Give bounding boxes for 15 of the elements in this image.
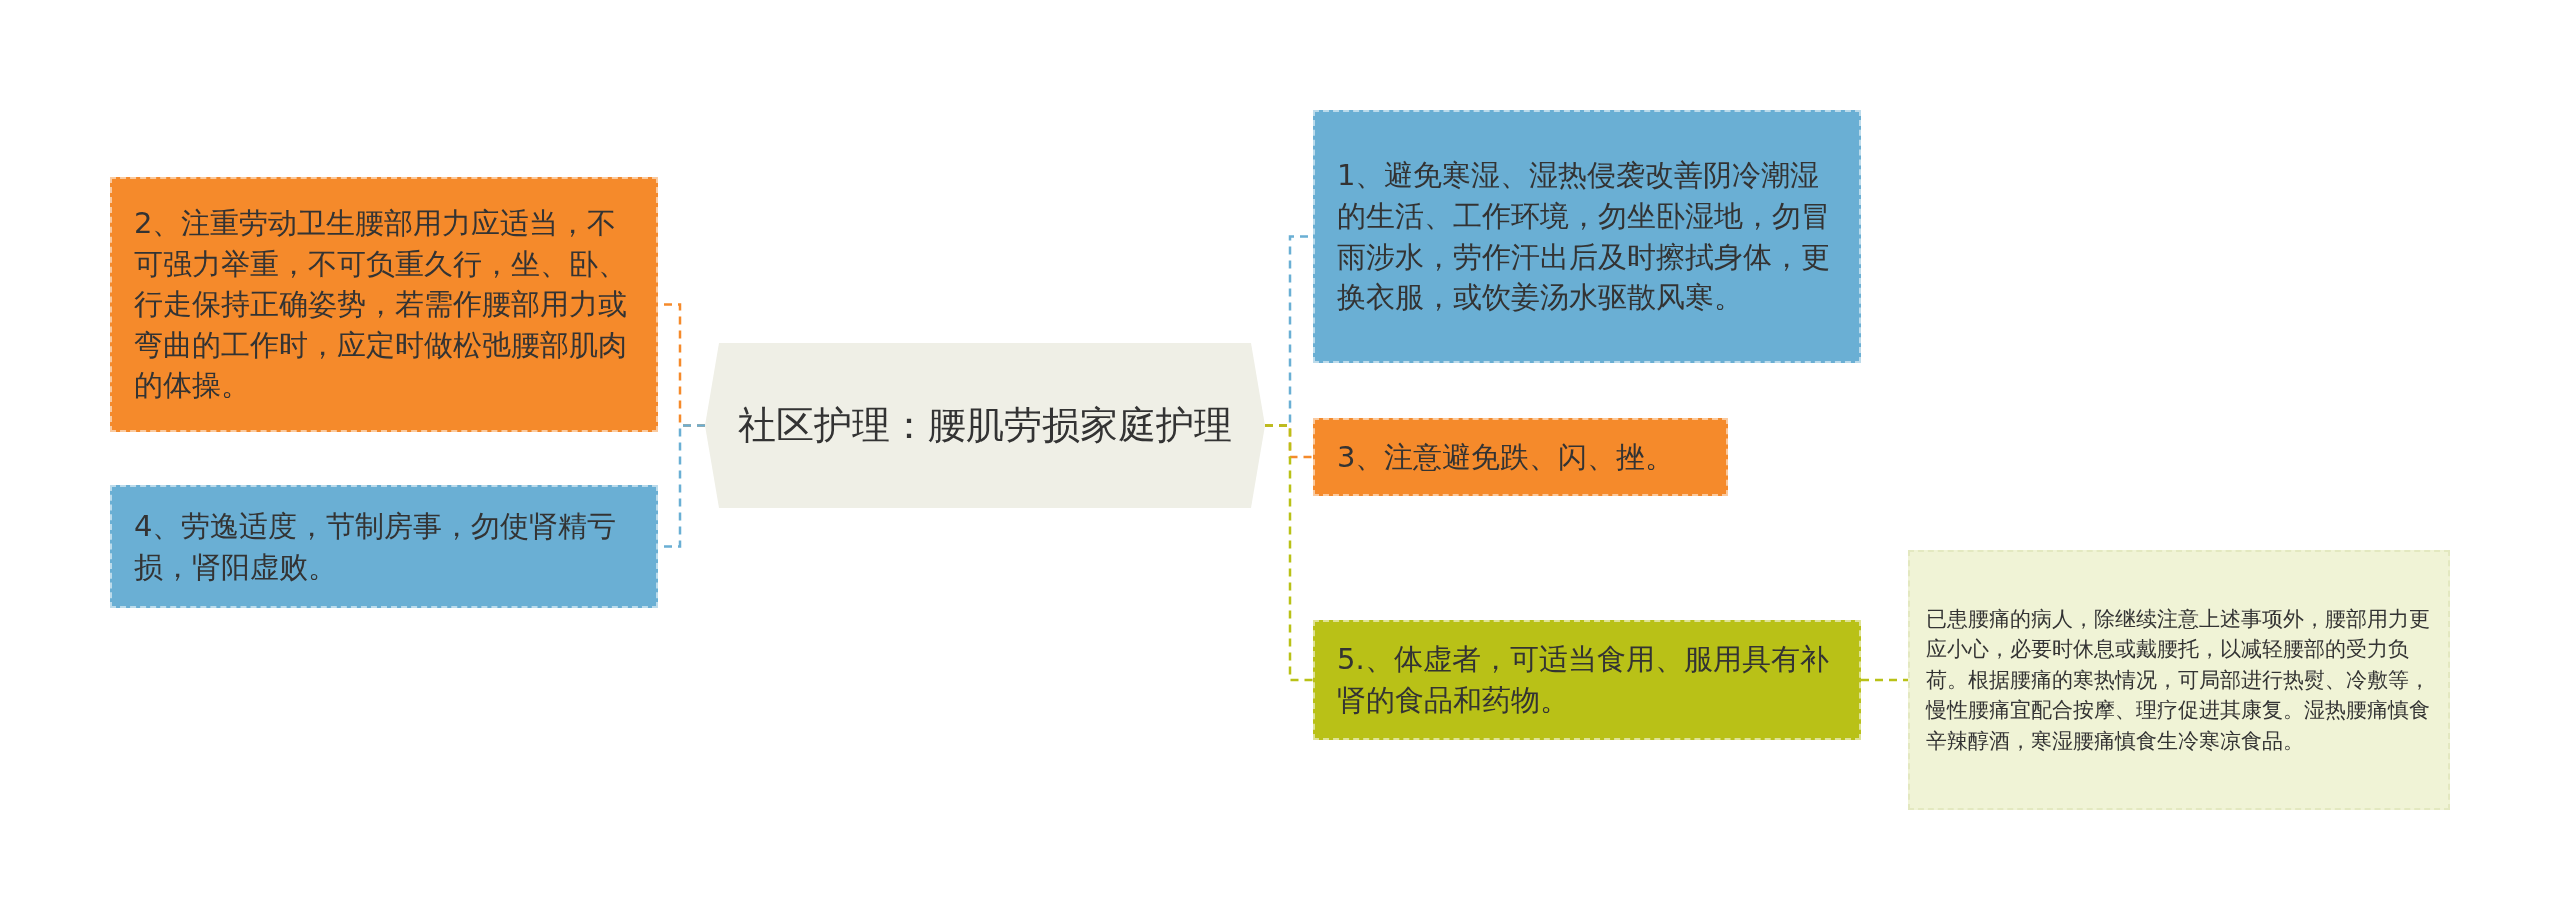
note-box	[1908, 550, 2450, 810]
topic-text: 3、注意避免跌、闪、挫。	[1337, 438, 1675, 476]
topic-box	[110, 485, 658, 608]
topic-box	[110, 177, 658, 432]
connector-line	[1265, 424, 1313, 682]
topic-text: 2、注重劳动卫生腰部用力应适当，不可强力举重，不可负重久行，坐、卧、行走保持正确姿势，若需作腰部用力或弯曲的工作时，应定时做松弛腰部肌肉的体操。	[134, 205, 628, 405]
topic-text: 4、劳逸适度，节制房事，勿使肾精亏损，肾阳虚败。	[134, 507, 618, 586]
topic-text: 已患腰痛的病人，除继续注意上述事项外，腰部用力更应小心，必要时休息或戴腰托，以减轻腰部的受力负荷。根据腰痛的寒热情况，可局部进行热熨、冷敷等，慢性腰痛宜配合按摩、理疗促进其康复。湿热腰痛慎食辛辣醇酒，寒湿腰痛慎食生冷寒凉食品。	[1926, 605, 2431, 755]
topic-text: 社区护理：腰肌劳损家庭护理	[738, 401, 1232, 449]
topic-text: 1、避免寒湿、湿热侵袭改善阴冷潮湿的生活、工作环境，勿坐卧湿地，勿冒雨涉水，劳作汗出后及时擦拭身体，更换衣服，或饮姜汤水驱散风寒。	[1337, 157, 1831, 317]
connector-line	[1861, 678, 1908, 682]
topic-box	[1313, 110, 1861, 363]
topic-box	[1313, 418, 1728, 496]
topic-box	[1313, 620, 1861, 740]
topic-text: 5.、体虚者，可适当食用、服用具有补肾的食品和药物。	[1337, 641, 1830, 719]
